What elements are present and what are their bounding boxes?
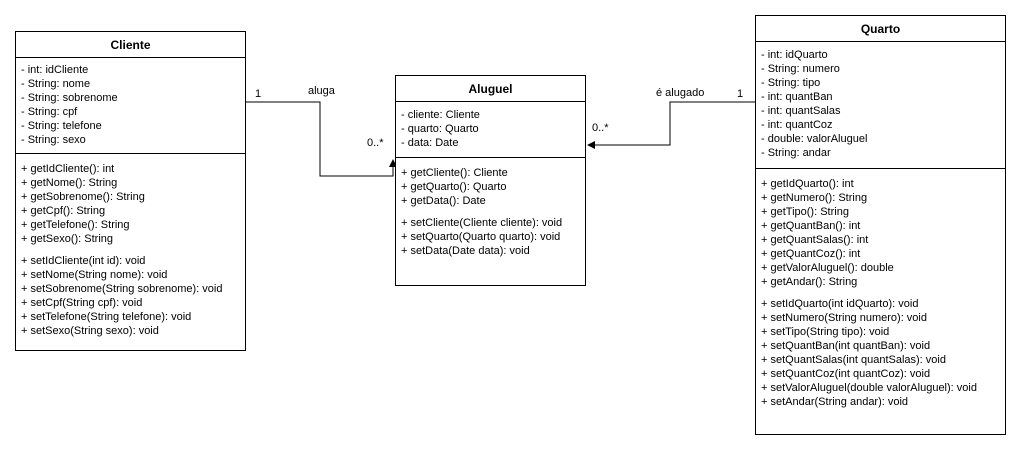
method: + getAndar(): String [761, 276, 858, 288]
method: + setQuarto(Quarto quarto): void [401, 231, 561, 243]
attribute: - data: Date [401, 137, 459, 149]
method: + setTelefone(String telefone): void [21, 311, 192, 323]
method: + getQuantBan(): int [761, 220, 861, 232]
method: + setIdCliente(int id): void [21, 255, 146, 267]
attribute: - String: andar [761, 147, 831, 159]
method: + getSobrenome(): String [21, 191, 145, 203]
attribute: - int: idQuarto [761, 49, 828, 61]
attribute: - String: numero [761, 63, 840, 75]
attribute: - quarto: Quarto [401, 123, 479, 135]
attribute: - String: telefone [21, 120, 102, 132]
attribute: - int: quantSalas [761, 105, 841, 117]
class-aluguel-methods: + getCliente(): Cliente + getQuarto(): Q… [396, 157, 585, 262]
method: + setCliente(Cliente cliente): void [401, 217, 563, 229]
class-aluguel-attributes: - cliente: Cliente - quarto: Quarto - da… [396, 102, 585, 157]
method: + getTipo(): String [761, 206, 849, 218]
method: + getCliente(): Cliente [401, 167, 508, 179]
alugado-association-line [587, 101, 755, 149]
method: + getNome(): String [21, 177, 118, 189]
method: + setSexo(String sexo): void [21, 325, 159, 337]
class-cliente-methods: + getIdCliente(): int + getNome(): Strin… [16, 153, 245, 342]
attribute: - cliente: Cliente [401, 109, 480, 121]
class-cliente[interactable]: Cliente - int: idCliente - String: nome … [15, 31, 246, 351]
method: + setQuantSalas(int quantSalas): void [761, 354, 946, 366]
method: + setAndar(String andar): void [761, 396, 909, 408]
alugado-target-multiplicity: 0..* [592, 122, 609, 134]
alugado-label: é alugado [656, 87, 705, 99]
method: + setSobrenome(String sobrenome): void [21, 283, 223, 295]
class-cliente-attributes: - int: idCliente - String: nome - String… [16, 58, 245, 153]
aluga-association-line [245, 101, 397, 177]
method: + getCpf(): String [21, 205, 106, 217]
method: + getIdCliente(): int [21, 163, 115, 175]
method: + getIdQuarto(): int [761, 178, 854, 190]
method: + getTelefone(): String [21, 219, 130, 231]
method: + setNome(String nome): void [21, 269, 168, 281]
method: + getSexo(): String [21, 233, 114, 245]
attribute: - String: sobrenome [21, 92, 118, 104]
class-aluguel[interactable]: Aluguel - cliente: Cliente - quarto: Qua… [395, 75, 586, 286]
method: + setQuantBan(int quantBan): void [761, 340, 931, 352]
class-quarto-attributes: - int: idQuarto - String: numero - Strin… [756, 42, 1005, 168]
method: + setQuantCoz(int quantCoz): void [761, 368, 931, 380]
class-quarto-methods: + getIdQuarto(): int + getNumero(): Stri… [756, 168, 1005, 413]
attribute: - int: quantCoz [761, 119, 833, 131]
aluga-target-multiplicity: 0..* [367, 137, 384, 149]
attribute: - int: idCliente [21, 64, 89, 76]
method: + setIdQuarto(int idQuarto): void [761, 298, 919, 310]
method: + getValorAluguel(): double [761, 262, 894, 274]
attribute: - String: sexo [21, 134, 86, 146]
attribute: - double: valorAluguel [761, 133, 868, 145]
class-aluguel-name: Aluguel [396, 76, 585, 102]
class-quarto[interactable]: Quarto - int: idQuarto - String: numero … [755, 15, 1006, 435]
aluga-source-multiplicity: 1 [255, 88, 262, 100]
method: + setTipo(String tipo): void [761, 326, 890, 338]
method: + setCpf(String cpf): void [21, 297, 143, 309]
aluga-label: aluga [308, 85, 335, 97]
attribute: - int: quantBan [761, 91, 833, 103]
attribute: - String: cpf [21, 106, 78, 118]
class-cliente-name: Cliente [16, 32, 245, 58]
method: + setNumero(String numero): void [761, 312, 927, 324]
method: + getQuarto(): Quarto [401, 181, 507, 193]
class-quarto-name: Quarto [756, 16, 1005, 42]
method: + setData(Date data): void [401, 245, 530, 257]
alugado-source-multiplicity: 1 [737, 88, 744, 100]
attribute: - String: nome [21, 78, 91, 90]
method: + getQuantSalas(): int [761, 234, 869, 246]
method: + getNumero(): String [761, 192, 868, 204]
method: + getQuantCoz(): int [761, 248, 861, 260]
method: + setValorAluguel(double valorAluguel): … [761, 382, 977, 394]
attribute: - String: tipo [761, 77, 821, 89]
method: + getData(): Date [401, 195, 486, 207]
